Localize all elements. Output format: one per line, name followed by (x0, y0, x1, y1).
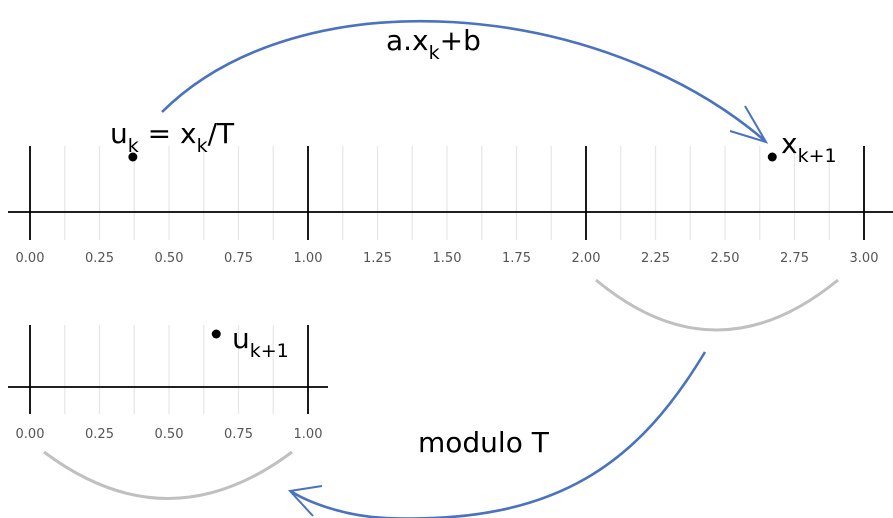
label-xk1: xk+1 (781, 127, 837, 167)
bottom-axis-tick-labels: 0.00 0.25 0.50 0.75 1.00 (16, 427, 323, 442)
top-axis-grid (29, 146, 865, 240)
modulo-arrow (291, 351, 707, 518)
point-uk (128, 152, 138, 162)
top-axis-tick-label: 2.00 (572, 251, 601, 266)
top-axis-tick-label: 2.50 (711, 251, 740, 266)
modulo-arrowhead (287, 485, 323, 517)
top-axis-tick-label: 1.75 (502, 251, 531, 266)
top-axis-tick-label: 0.50 (155, 251, 184, 266)
label-uk1: uk+1 (232, 322, 289, 362)
bottom-axis-tick-label: 0.25 (85, 427, 114, 442)
top-axis-tick-label: 0.75 (224, 251, 253, 266)
bottom-axis-tick-label: 0.75 (224, 427, 253, 442)
top-axis-tick-label: 2.25 (641, 251, 670, 266)
bottom-axis-grid (29, 325, 309, 414)
bottom-axis-tick-label: 0.00 (16, 427, 45, 442)
point-xk1 (767, 152, 777, 162)
top-axis-tick-label: 0.00 (16, 251, 45, 266)
top-axis-tick-label: 1.50 (433, 251, 462, 266)
top-axis-tick-label: 1.00 (294, 251, 323, 266)
label-uk: uk = xk/T (110, 117, 235, 157)
top-axis-tick-label: 3.00 (850, 251, 879, 266)
grey-arc-bottom-left (43, 450, 293, 500)
top-axis-tick-label: 0.25 (85, 251, 114, 266)
top-axis-tick-label: 2.75 (780, 251, 809, 266)
bottom-axis-tick-label: 0.50 (155, 427, 184, 442)
top-axis-tick-labels: 0.00 0.25 0.50 0.75 1.00 1.25 1.50 1.75 2.00 2.25… (16, 251, 879, 266)
map-arrowhead (729, 105, 769, 144)
bottom-axis-tick-label: 1.00 (294, 427, 323, 442)
map-label: a.xk+b (386, 24, 481, 64)
modulo-label: modulo T (418, 426, 550, 459)
map-arrow (161, 19, 765, 141)
grey-arc-top-right (595, 278, 839, 332)
top-axis-tick-label: 1.25 (363, 251, 392, 266)
point-uk1 (211, 329, 221, 339)
